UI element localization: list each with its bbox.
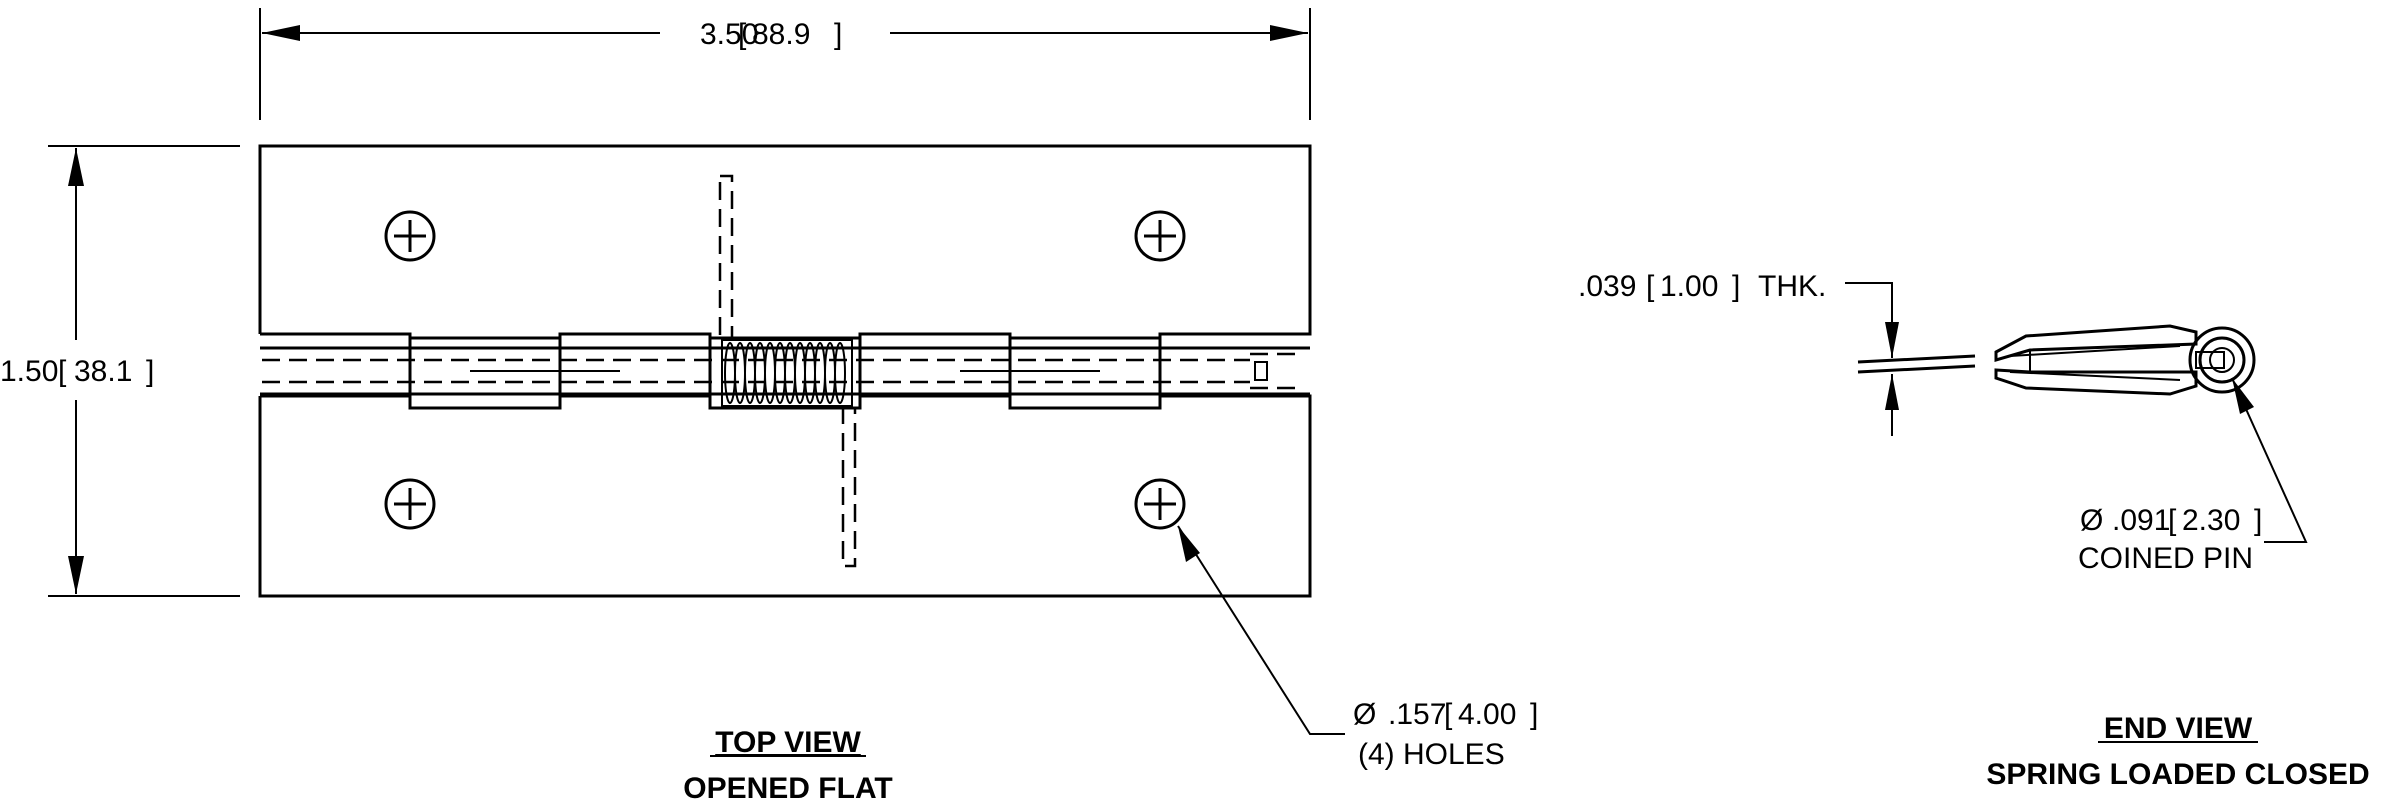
bracket-close: ] <box>2254 504 2262 537</box>
arrow-left-icon <box>262 25 300 41</box>
hole-callout: Ø .157 [ 4.00 ] (4) HOLES <box>1177 525 1538 771</box>
width-dim-value: 3.50 <box>700 18 758 51</box>
top-view-title: TOP VIEW <box>715 726 861 759</box>
lower-leaf <box>258 394 1312 598</box>
bracket-close: ] <box>834 18 842 51</box>
spring-leg-lower <box>841 406 857 568</box>
arrow-up-icon <box>68 148 84 186</box>
bracket-close: ] <box>1530 698 1538 731</box>
top-view: 3.50 [ 88.9 ] 1.50 [ 38.1 ] <box>0 8 1538 805</box>
arrow-up-icon <box>1885 374 1899 410</box>
width-dimension: 3.50 [ 88.9 ] <box>259 8 1311 120</box>
top-view-subtitle: OPENED FLAT <box>683 772 892 805</box>
thickness-dim-metric: 1.00 <box>1660 270 1718 303</box>
bracket-open: [ <box>738 18 747 51</box>
arrow-down-icon <box>1885 322 1899 358</box>
bracket-open: [ <box>1646 270 1655 303</box>
hole-note: (4) HOLES <box>1358 738 1505 771</box>
width-dim-metric: 88.9 <box>752 18 810 51</box>
spring-coil <box>721 339 853 407</box>
diameter-symbol: Ø <box>2080 504 2103 537</box>
hole-dim-value: .157 <box>1388 698 1446 731</box>
thickness-suffix: THK. <box>1758 270 1826 303</box>
bracket-close: ] <box>1732 270 1740 303</box>
pin-callout: Ø .091 [ 2.30 ] COINED PIN <box>2078 377 2308 575</box>
hole-dim-metric: 4.00 <box>1458 698 1516 731</box>
mounting-hole <box>1134 478 1186 530</box>
pin-dim-metric: 2.30 <box>2182 504 2240 537</box>
mounting-hole <box>1134 210 1186 262</box>
mounting-hole <box>384 210 436 262</box>
upper-leaf <box>258 144 1312 340</box>
spring-leg-upper <box>718 174 734 340</box>
height-dim-value: 1.50 <box>0 355 58 388</box>
height-dimension: 1.50 [ 38.1 ] <box>0 145 240 597</box>
pin-note: COINED PIN <box>2078 542 2253 575</box>
diameter-symbol: Ø <box>1353 698 1376 731</box>
bracket-close: ] <box>146 355 154 388</box>
arrow-down-icon <box>68 556 84 594</box>
thickness-callout: .039 [ 1.00 ] THK. <box>1578 270 1899 436</box>
leader-arrow-icon <box>1178 526 1200 562</box>
closed-leaves <box>1857 324 2198 396</box>
end-view: .039 [ 1.00 ] THK. <box>1578 270 2370 791</box>
coil-loop <box>834 342 846 404</box>
mounting-hole <box>384 478 436 530</box>
height-dim-metric: 38.1 <box>74 355 132 388</box>
thickness-dim-value: .039 <box>1578 270 1636 303</box>
arrow-right-icon <box>1270 25 1308 41</box>
end-view-title: END VIEW <box>2104 712 2253 745</box>
bracket-open: [ <box>1444 698 1453 731</box>
bracket-open: [ <box>58 355 67 388</box>
leader-arrow-icon <box>2232 378 2254 414</box>
coined-pin <box>2188 326 2256 394</box>
bracket-open: [ <box>2168 504 2177 537</box>
pin-dim-value: .091 <box>2112 504 2170 537</box>
end-view-subtitle: SPRING LOADED CLOSED <box>1986 758 2369 791</box>
